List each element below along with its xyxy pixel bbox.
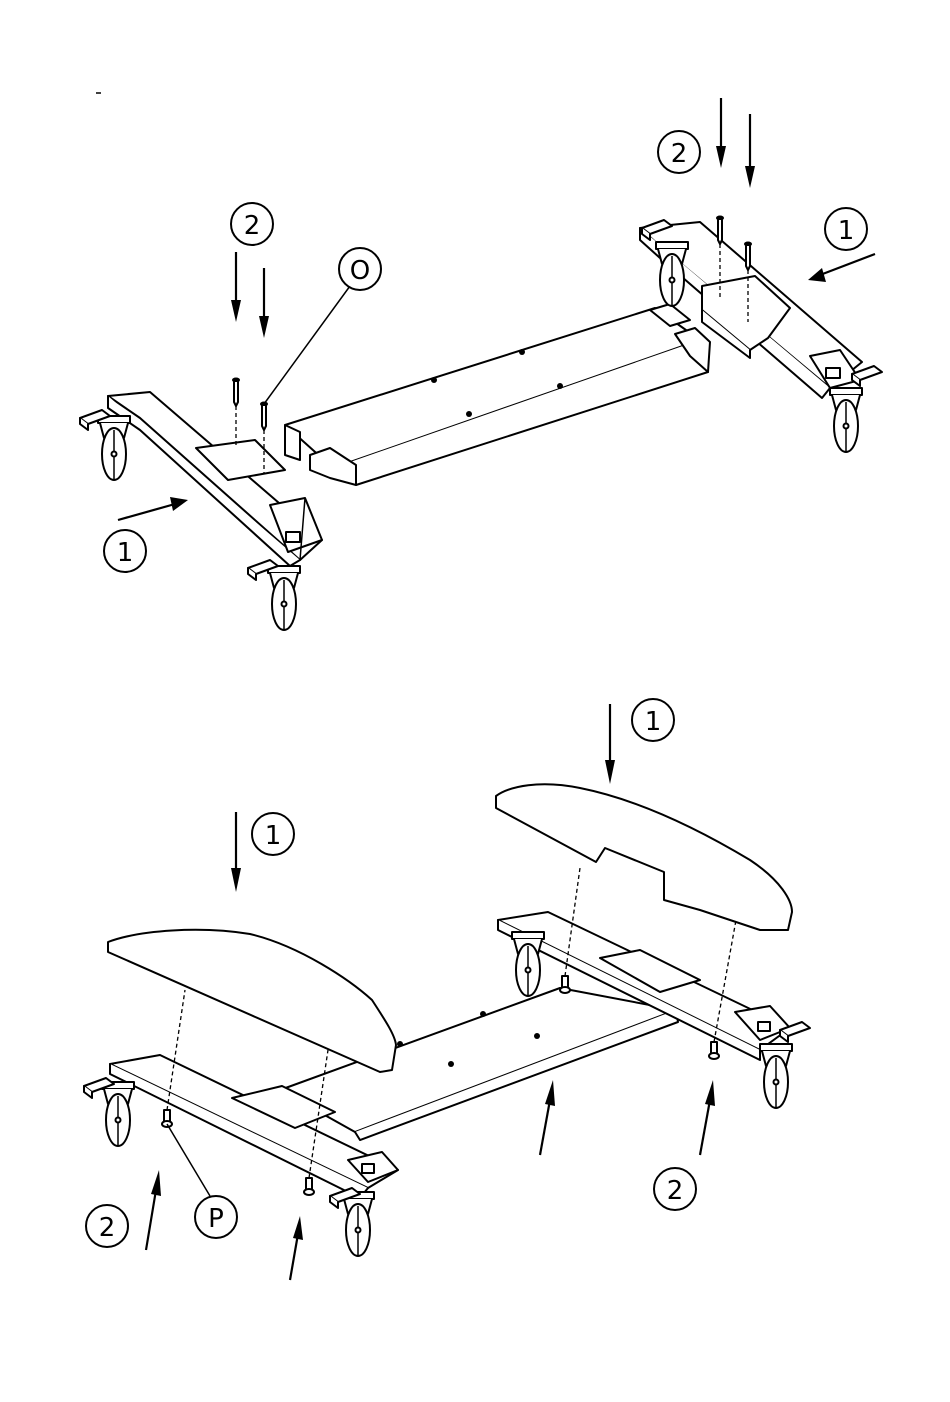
top-assembly-view: 2 O 1 2 1 — [80, 93, 882, 630]
step2-label: 2 — [667, 1176, 684, 1206]
bottom-assembly-view: 1 1 2 2 P — [84, 699, 810, 1280]
step2-label: 2 — [99, 1213, 116, 1243]
left-pad-part — [108, 930, 396, 1072]
step2-label: 2 — [244, 211, 261, 241]
step1-label: 1 — [645, 707, 662, 737]
right-pad-part — [496, 784, 792, 930]
step2-label: 2 — [671, 139, 688, 169]
step1-label: 1 — [838, 216, 855, 246]
center-beam-part — [285, 304, 710, 485]
step1-label: 1 — [265, 821, 282, 851]
step1-label: 1 — [117, 538, 134, 568]
part-o-label: O — [350, 256, 370, 286]
part-p-label: P — [208, 1204, 224, 1234]
